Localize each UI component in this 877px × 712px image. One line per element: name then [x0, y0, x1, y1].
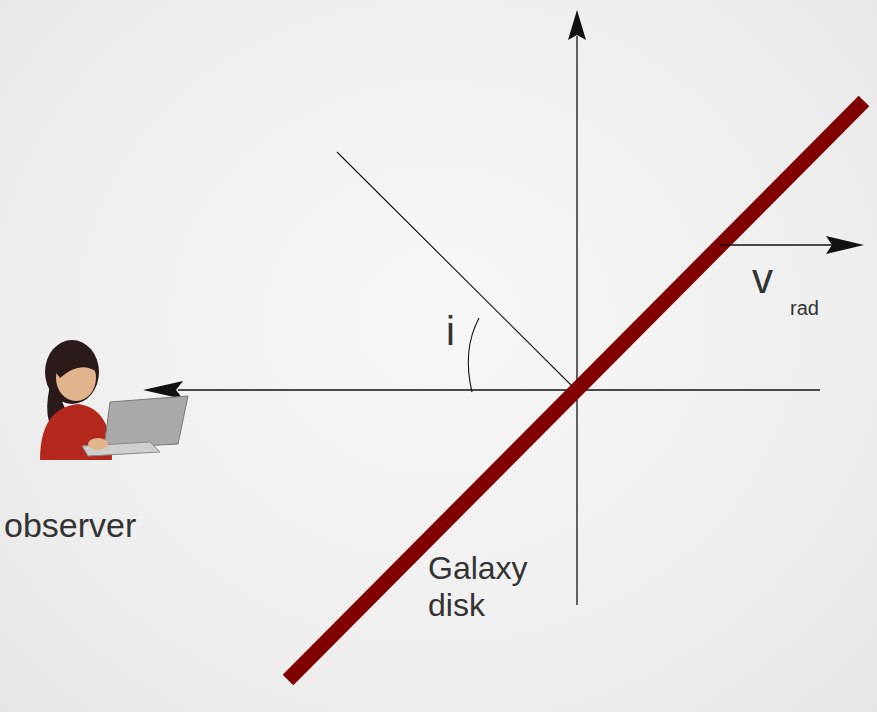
inclination-arc — [468, 318, 479, 392]
line-of-sight-arrowhead — [143, 381, 183, 399]
velocity-arrowhead — [826, 236, 864, 254]
observer-label: observer — [4, 506, 136, 545]
disk-normal — [337, 152, 574, 388]
axis-arrowhead — [568, 10, 586, 40]
velocity-symbol: v — [752, 255, 773, 303]
velocity-arrow — [720, 244, 838, 245]
observer-icon — [40, 340, 188, 460]
angle-label: i — [446, 308, 455, 354]
vertical-axis — [576, 36, 577, 605]
galaxy-disk — [288, 101, 864, 680]
velocity-subscript: rad — [790, 297, 819, 320]
disk-label: Galaxy disk — [428, 550, 568, 624]
line-of-sight — [178, 389, 820, 390]
